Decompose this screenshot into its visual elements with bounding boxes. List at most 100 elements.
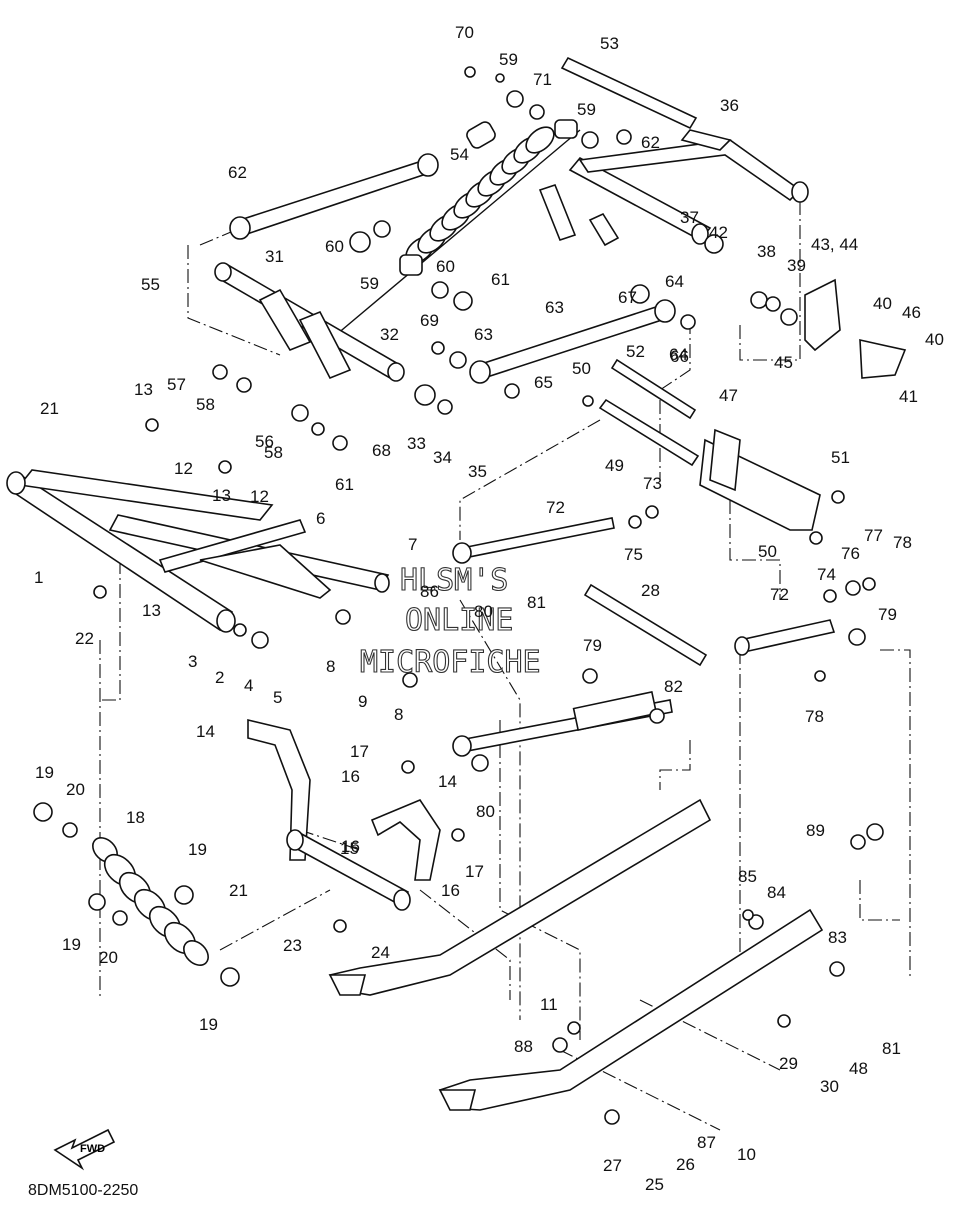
fwd-arrow-icon xyxy=(53,1128,116,1171)
leader-lines xyxy=(99,197,911,1131)
callout: 8 xyxy=(394,705,403,724)
callout: 37 xyxy=(680,208,699,227)
callout: 78 xyxy=(805,707,824,726)
shock-absorber-rear xyxy=(329,119,581,341)
callout: 18 xyxy=(126,808,145,827)
callout: 34 xyxy=(433,448,452,467)
callout: 14 xyxy=(196,722,215,741)
callout: 38 xyxy=(757,242,776,261)
callout: 6 xyxy=(316,509,325,528)
watermark-line-1: HLSM'S xyxy=(400,563,508,598)
callout: 50 xyxy=(758,542,777,561)
callout: 35 xyxy=(468,462,487,481)
callout: 28 xyxy=(641,581,660,600)
callout-labels: 1 2 3 4 5 6 7 8 8 9 10 11 12 12 13 13 13… xyxy=(34,23,944,1194)
shafts-28-49-52 xyxy=(583,358,708,667)
callout: 61 xyxy=(491,270,510,289)
callout: 4 xyxy=(244,676,253,695)
callout: 13 xyxy=(134,380,153,399)
callout: 21 xyxy=(40,399,59,418)
callout: 10 xyxy=(737,1145,756,1164)
callout: 25 xyxy=(645,1175,664,1194)
callout: 9 xyxy=(358,692,367,711)
callout: 52 xyxy=(626,342,645,361)
callout: 58 xyxy=(264,443,283,462)
callout: 68 xyxy=(372,441,391,460)
callout: 70 xyxy=(455,23,474,42)
callout: 58 xyxy=(196,395,215,414)
shaft-24 xyxy=(286,829,411,911)
callout: 84 xyxy=(767,883,786,902)
callout: 17 xyxy=(350,742,369,761)
fasteners xyxy=(33,66,884,1125)
callout: 1 xyxy=(34,568,43,587)
callout: 88 xyxy=(514,1037,533,1056)
callout: 2 xyxy=(215,668,224,687)
callout: 19 xyxy=(188,840,207,859)
callout: 79 xyxy=(878,605,897,624)
callout: 20 xyxy=(66,780,85,799)
callout: 60 xyxy=(436,257,455,276)
callout: 60 xyxy=(325,237,344,256)
callout: 14 xyxy=(438,772,457,791)
fwd-label: FWD xyxy=(80,1143,105,1155)
shaft-53 xyxy=(560,56,698,130)
callout: 49 xyxy=(605,456,624,475)
callout: 27 xyxy=(603,1156,622,1175)
callout: 32 xyxy=(380,325,399,344)
callout: 50 xyxy=(572,359,591,378)
callout: 86 xyxy=(420,582,439,601)
callout: 56 xyxy=(255,432,274,451)
callout: 3 xyxy=(188,652,197,671)
bracket-47 xyxy=(699,428,821,531)
front-frame xyxy=(6,469,390,633)
callout: 57 xyxy=(167,375,186,394)
callout: 26 xyxy=(676,1155,695,1174)
callout: 7 xyxy=(408,535,417,554)
callout: 42 xyxy=(709,223,728,242)
callout: 45 xyxy=(774,353,793,372)
callout: 59 xyxy=(360,274,379,293)
callout: 16 xyxy=(341,767,360,786)
callout: 62 xyxy=(641,133,660,152)
callout: 19 xyxy=(62,935,81,954)
callout: 76 xyxy=(841,544,860,563)
callout: 87 xyxy=(697,1133,716,1152)
callout: 73 xyxy=(643,474,662,493)
link-rod-upper xyxy=(229,153,439,240)
callout: 48 xyxy=(849,1059,868,1078)
callout: 43, 44 xyxy=(811,235,858,254)
callout: 33 xyxy=(407,434,426,453)
callout: 20 xyxy=(99,948,118,967)
bracket-43-44 xyxy=(804,278,907,379)
link-71 xyxy=(734,619,836,656)
callout: 15 xyxy=(340,839,359,858)
bracket-14 xyxy=(247,718,441,881)
callout: 23 xyxy=(283,936,302,955)
callout: 40 xyxy=(925,330,944,349)
callout: 62 xyxy=(228,163,247,182)
callout: 13 xyxy=(142,601,161,620)
callout: 59 xyxy=(577,100,596,119)
callout: 72 xyxy=(770,585,789,604)
callout: 12 xyxy=(250,487,269,506)
callout: 78 xyxy=(893,533,912,552)
callout: 81 xyxy=(527,593,546,612)
callout: 31 xyxy=(265,247,284,266)
callout: 54 xyxy=(450,145,469,164)
callout: 24 xyxy=(371,943,390,962)
watermark: HLSM'S ONLINE MICROFICHE xyxy=(359,562,541,680)
callout: 65 xyxy=(534,373,553,392)
callout: 29 xyxy=(779,1054,798,1073)
shafts-70-81 xyxy=(452,517,673,757)
callout: 82 xyxy=(664,677,683,696)
callout: 12 xyxy=(174,459,193,478)
callout: 77 xyxy=(864,526,883,545)
callout: 21 xyxy=(229,881,248,900)
callout: 16 xyxy=(341,837,360,856)
callout: 59 xyxy=(499,50,518,69)
callout: 46 xyxy=(902,303,921,322)
callout: 63 xyxy=(545,298,564,317)
link-rod-lower xyxy=(469,299,676,384)
